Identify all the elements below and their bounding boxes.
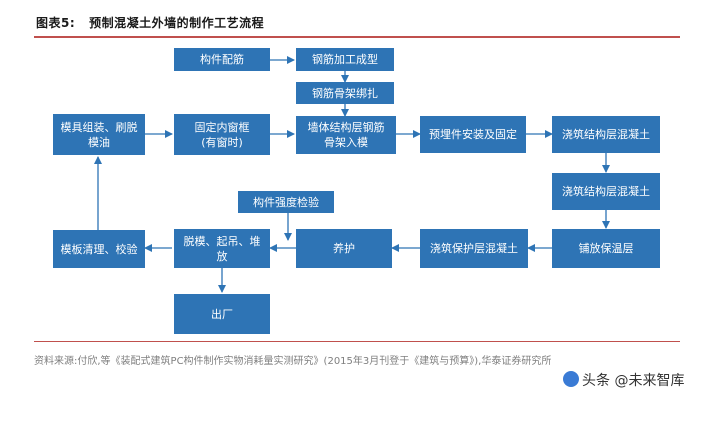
source-note: 资料来源:付欣,等《装配式建筑PC构件制作实物消耗量实测研究》(2015年3月刊… — [34, 356, 552, 367]
node-pour-structural-1: 浇筑结构层混凝土 — [552, 116, 660, 153]
node-factory-out: 出厂 — [174, 294, 270, 334]
figure-title: 图表5: 预制混凝土外墙的制作工艺流程 — [36, 14, 264, 31]
watermark: 头条 @未来智库 — [560, 370, 684, 390]
title-rule — [34, 36, 680, 38]
node-rebar-processing: 钢筋加工成型 — [296, 48, 394, 71]
node-wall-rebar-cage: 墙体结构层钢筋 骨架入模 — [296, 116, 396, 154]
node-strength-test: 构件强度检验 — [238, 191, 334, 213]
watermark-logo-icon — [563, 371, 579, 387]
node-pour-structural-2: 浇筑结构层混凝土 — [552, 173, 660, 210]
node-rebar-cage: 钢筋骨架绑扎 — [296, 82, 394, 104]
node-pour-protective: 浇筑保护层混凝土 — [420, 229, 528, 268]
node-embedded-parts: 预埋件安装及固定 — [420, 116, 526, 153]
node-curing: 养护 — [296, 229, 392, 268]
source-rule — [34, 341, 680, 342]
figure-number: 图表5: — [36, 16, 76, 30]
watermark-text: 头条 @未来智库 — [582, 373, 685, 389]
figure-title-text: 预制混凝土外墙的制作工艺流程 — [89, 16, 265, 30]
node-demold-lift-stack: 脱模、起吊、堆 放 — [174, 229, 270, 268]
node-component-config: 构件配筋 — [174, 48, 270, 71]
node-insulation: 铺放保温层 — [552, 229, 660, 268]
node-fix-window-frame: 固定内窗框 (有窗时) — [174, 114, 270, 155]
node-mold-assembly: 模具组装、刷脱 模油 — [53, 114, 145, 155]
node-mold-cleaning: 模板清理、校验 — [53, 230, 145, 268]
